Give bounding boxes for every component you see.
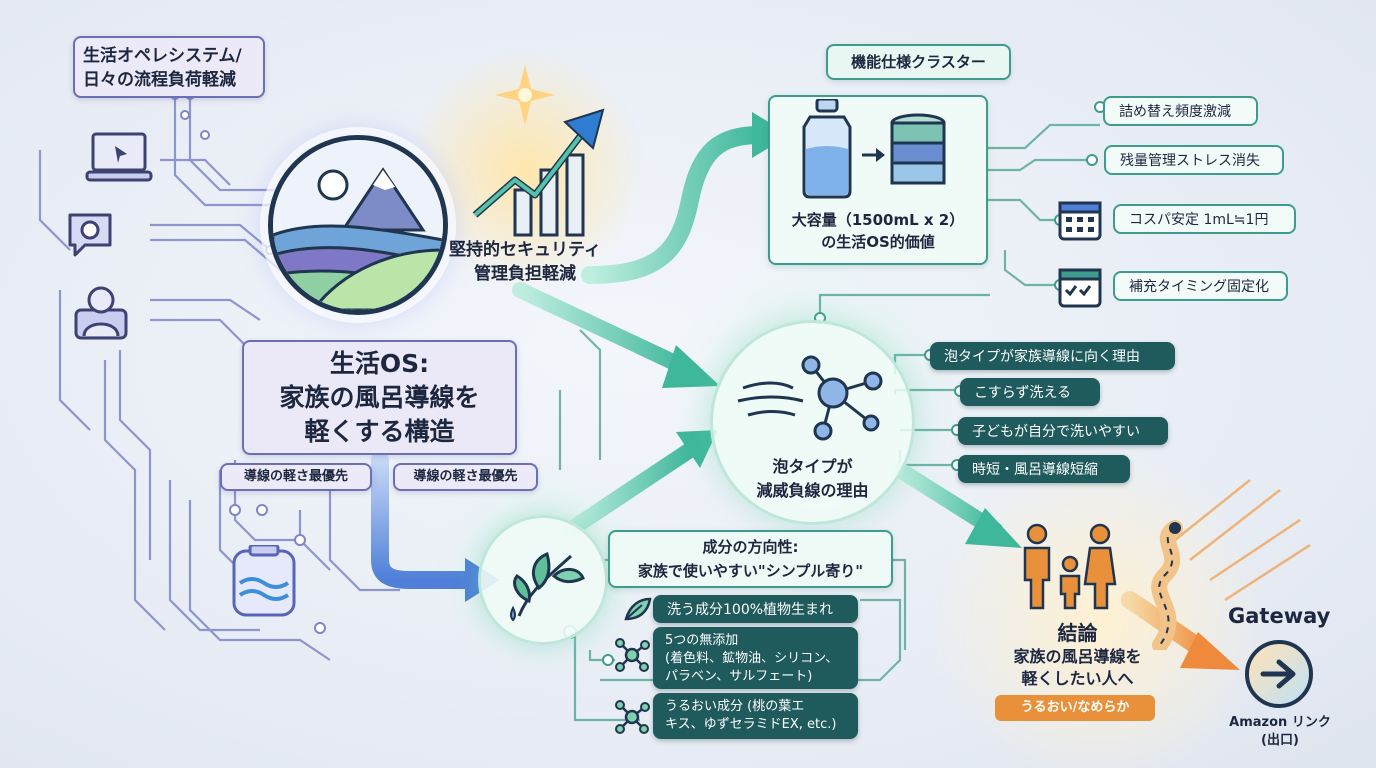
- molecule-small-icon: [612, 635, 652, 675]
- conclusion-text: 結論 家族の風呂導線を 軽くしたい人へ: [985, 620, 1170, 690]
- hub-box: 生活OS: 家族の風呂導線を 軽くする構造: [242, 340, 517, 455]
- ingredient-additive-free-line1: 5つの無添加: [665, 633, 739, 648]
- gateway-link-button[interactable]: [1245, 640, 1313, 708]
- cluster-item-timing-text: 補充タイミング固定化: [1129, 279, 1269, 295]
- tag-priority-left-text: 導線の軽さ最優先: [243, 469, 348, 484]
- cluster-title: 機能仕様クラスター: [851, 53, 986, 71]
- cluster-item-refill: 詰め替え頻度激減: [1103, 96, 1258, 126]
- calendar-icon: [1056, 195, 1104, 243]
- cluster-panel: 大容量（1500mL x 2） の生活OS的価値: [768, 95, 988, 265]
- cluster-caption: 大容量（1500mL x 2） の生活OS的価値: [770, 209, 986, 253]
- calendar-check-icon: [1056, 262, 1104, 310]
- cluster-item-stress: 残量管理ストレス消失: [1104, 145, 1284, 175]
- person-icon: [72, 280, 130, 342]
- cluster-item-timing: 補充タイミング固定化: [1113, 271, 1288, 301]
- cluster-caption-line2: の生活OS的価値: [821, 233, 935, 251]
- operation-system-line1: 生活オペレシステム/: [83, 46, 242, 66]
- landscape-emblem-icon: [268, 135, 448, 315]
- cluster-item-stress-text: 残量管理ストレス消失: [1120, 153, 1260, 169]
- leaf-circle: [478, 515, 608, 645]
- gateway-line2: (出口): [1261, 733, 1299, 748]
- ingredient-moisture-line2: キス、ゆずセラミドEX, etc.): [665, 717, 837, 732]
- foam-item-kids-text: 子どもが自分で洗いやすい: [972, 424, 1140, 440]
- foam-caption-line2: 減威負線の理由: [756, 481, 869, 500]
- cluster-item-cost: コスパ安定 1mL≒1円: [1113, 204, 1296, 234]
- water-container-icon: [228, 543, 300, 620]
- foam-item-time-text: 時短・風呂導線短縮: [972, 462, 1098, 478]
- foam-caption: 泡タイプが 減威負線の理由: [713, 455, 912, 503]
- security-label: 堅持的セキュリティ 管理負担軽減: [440, 238, 610, 286]
- ingredient-additive-free: 5つの無添加 (着色料、鉱物油、シリコン、 パラベン、サルフェート): [653, 627, 858, 689]
- molecule-wind-icon: [737, 355, 883, 441]
- gateway-caption: Amazon リンク (出口): [1215, 714, 1345, 750]
- gateway-title: Gateway: [1228, 604, 1331, 628]
- foam-caption-line1: 泡タイプが: [772, 457, 853, 476]
- arrow-right-icon: [862, 148, 885, 162]
- cluster-item-cost-text: コスパ安定 1mL≒1円: [1129, 212, 1269, 228]
- growth-chart-icon: [472, 108, 605, 237]
- tag-priority-left: 導線の軽さ最優先: [220, 463, 372, 491]
- ingredient-moisture-line1: うるおい成分 (桃の葉エ: [665, 699, 805, 714]
- foam-title-text: 泡タイプが家族導線に向く理由: [944, 349, 1140, 365]
- ingredients-title-line1: 成分の方向性:: [702, 538, 799, 556]
- conclusion-badge: うるおい/なめらか: [995, 695, 1155, 721]
- conclusion-line2: 軽くしたい人へ: [1021, 669, 1134, 688]
- molecule-small-icon-2: [612, 697, 652, 737]
- ingredients-title-box: 成分の方向性: 家族で使いやすい"シンプル寄り": [608, 530, 893, 588]
- leaf-branch-icon: [510, 551, 585, 622]
- ingredient-plant-based: 洗う成分100%植物生まれ: [653, 595, 858, 623]
- foam-item-no-scrub-text: こすらず洗える: [974, 385, 1072, 401]
- leaf-small-icon: [622, 595, 652, 623]
- tag-priority-right-text: 導線の軽さ最優先: [413, 469, 518, 484]
- gateway-line1[interactable]: Amazon リンク: [1229, 715, 1331, 730]
- security-line2: 管理負担軽減: [474, 264, 576, 284]
- ingredients-title-line2: 家族で使いやすい"シンプル寄り": [637, 562, 864, 580]
- cluster-item-refill-text: 詰め替え頻度激減: [1119, 104, 1231, 120]
- operation-system-line2: 日々の流程負荷軽減: [83, 70, 236, 90]
- ingredient-plant-based-text: 洗う成分100%植物生まれ: [667, 602, 834, 618]
- conclusion-title: 結論: [1057, 621, 1098, 645]
- foam-circle: 泡タイプが 減威負線の理由: [710, 320, 915, 525]
- laptop-icon: [85, 130, 157, 185]
- bottle-icon: [802, 99, 852, 199]
- conclusion-line1: 家族の風呂導線を: [1013, 647, 1142, 666]
- storage-stack-icon: [890, 113, 946, 185]
- hub-line2: 家族の風呂導線を: [279, 383, 480, 412]
- foam-item-no-scrub: こすらず洗える: [960, 378, 1100, 406]
- ingredient-additive-free-line3: パラベン、サルフェート): [665, 669, 813, 684]
- cluster-caption-line1: 大容量（1500mL x 2）: [791, 211, 965, 229]
- cluster-title-box: 機能仕様クラスター: [826, 44, 1011, 80]
- ingredient-additive-free-line2: (着色料、鉱物油、シリコン、: [665, 651, 839, 666]
- conclusion-badge-text: うるおい/なめらか: [1020, 700, 1130, 715]
- foam-item-kids: 子どもが自分で洗いやすい: [958, 417, 1168, 445]
- tag-priority-right: 導線の軽さ最優先: [393, 463, 538, 491]
- family-icon: [1015, 522, 1120, 612]
- arrow-right-circle-icon: [1260, 659, 1296, 689]
- foam-item-time: 時短・風呂導線短縮: [958, 455, 1130, 483]
- hub-line3: 軽くする構造: [304, 417, 455, 446]
- operation-system-box: 生活オペレシステム/ 日々の流程負荷軽減: [73, 36, 265, 98]
- hub-line1: 生活OS:: [329, 349, 430, 378]
- foam-title-pill: 泡タイプが家族導線に向く理由: [930, 342, 1175, 370]
- security-line1: 堅持的セキュリティ: [449, 240, 601, 260]
- gear-chat-icon: [60, 205, 120, 260]
- ingredient-moisture: うるおい成分 (桃の葉エ キス、ゆずセラミドEX, etc.): [653, 693, 858, 739]
- winding-road-icon: [1125, 520, 1215, 653]
- sun-star-icon: [495, 65, 555, 125]
